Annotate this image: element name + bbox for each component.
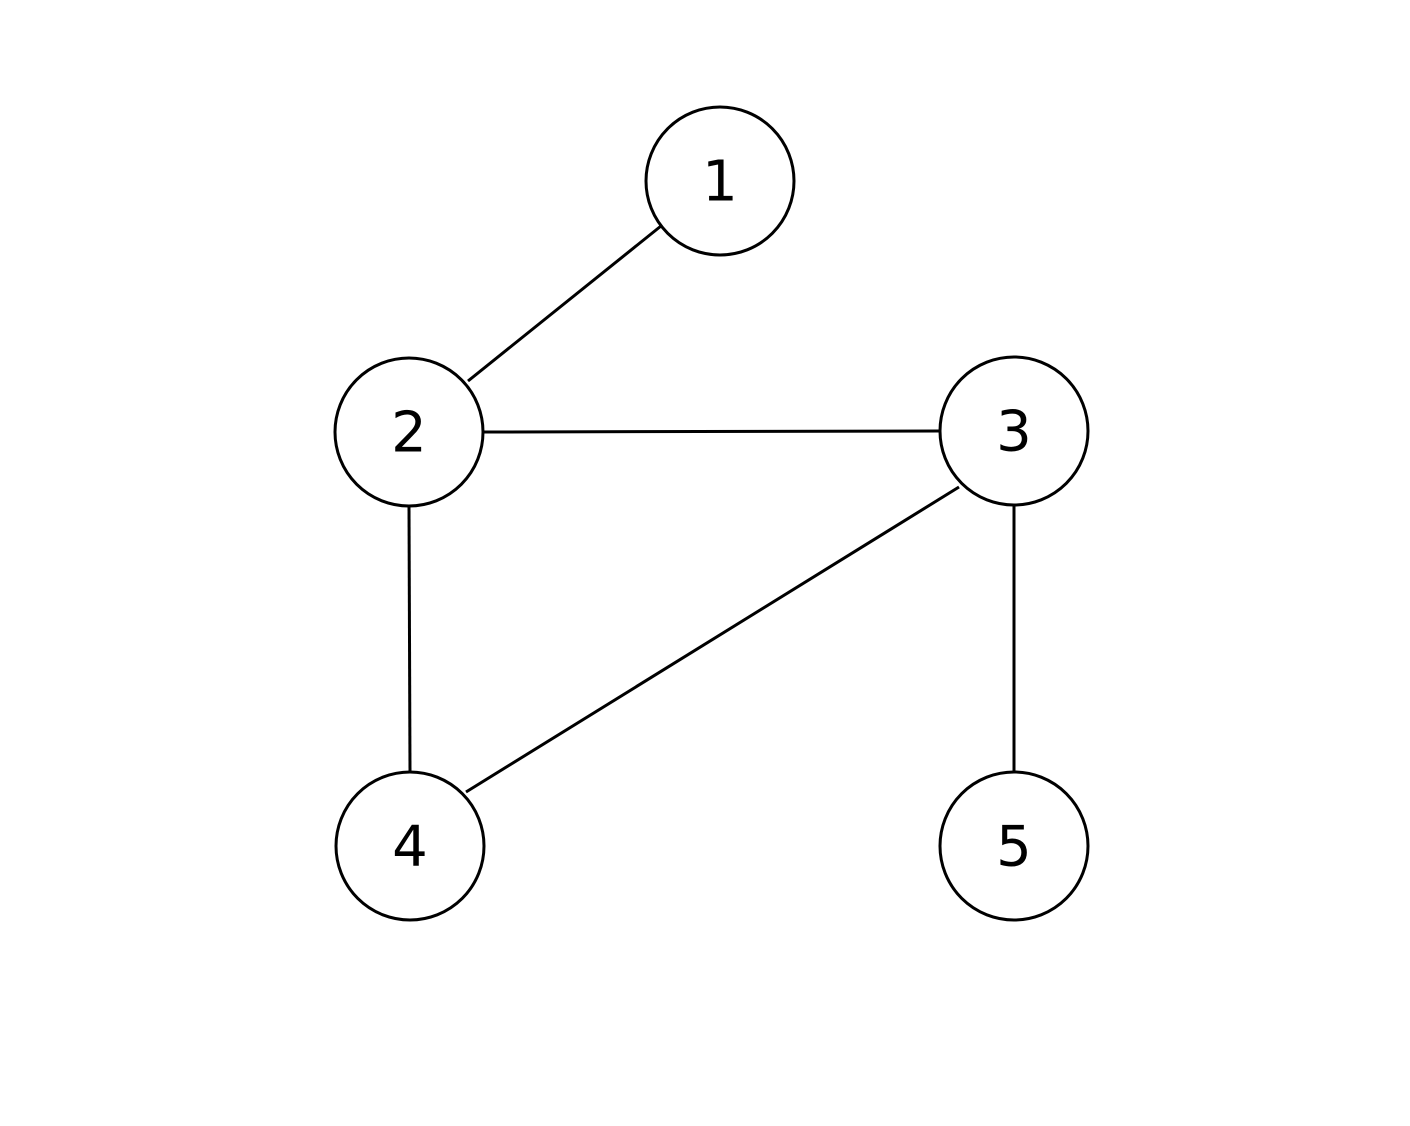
node-2[interactable]: 2 (333, 356, 485, 508)
node-5-circle[interactable] (938, 770, 1090, 922)
edge-3-4 (465, 485, 960, 794)
node-4-circle[interactable] (334, 770, 486, 922)
node-layer: 1 2 3 4 5 (333, 105, 1090, 922)
node-3-label: 3 (996, 400, 1032, 465)
edge-layer (407, 224, 1016, 794)
edge-2-4 (407, 505, 412, 773)
node-1[interactable]: 1 (644, 105, 796, 257)
edge-2-3 (482, 429, 941, 434)
node-3-circle[interactable] (938, 355, 1090, 507)
node-1-circle[interactable] (644, 105, 796, 257)
node-5-label: 5 (996, 815, 1032, 880)
node-2-circle[interactable] (333, 356, 485, 508)
node-4-label: 4 (392, 815, 428, 880)
node-4[interactable]: 4 (334, 770, 486, 922)
node-1-label: 1 (702, 150, 738, 215)
node-5[interactable]: 5 (938, 770, 1090, 922)
node-2-label: 2 (391, 401, 427, 466)
node-3[interactable]: 3 (938, 355, 1090, 507)
edge-1-2 (467, 224, 662, 383)
